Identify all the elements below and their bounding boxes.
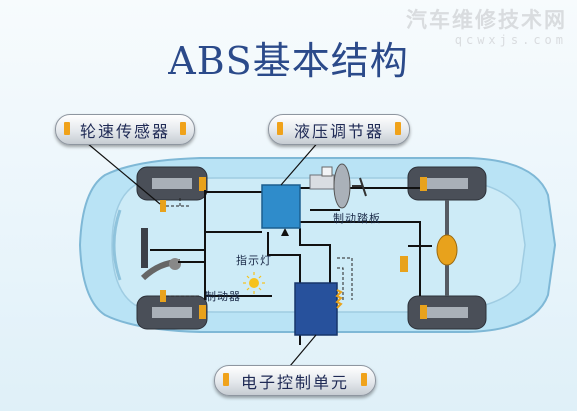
sensor-rear-axle: [400, 256, 408, 272]
callout-notch-left: [277, 122, 283, 135]
ecu-box: [294, 282, 338, 336]
sensor-front-right: [199, 305, 206, 319]
tire-rear-right-hub: [426, 307, 468, 318]
leader-ecu: [289, 334, 317, 367]
sensor-front-left: [199, 177, 206, 191]
callout-wheel-speed-sensor: 轮速传感器: [55, 114, 195, 145]
callout-notch-right: [395, 122, 401, 135]
sensor-front-right-2: [160, 290, 166, 302]
watermark-site-name: 汽车维修技术网: [406, 8, 567, 32]
sensor-rear-right: [420, 305, 427, 319]
callout-notch-left: [64, 122, 70, 135]
sensor-front-left-2: [160, 200, 166, 212]
callout-hydraulic-modulator: 液压调节器: [268, 114, 410, 145]
callout-ecu-label: 电子控制单元: [240, 372, 349, 392]
callout-notch-left: [223, 373, 229, 386]
callout-notch-right: [361, 373, 367, 386]
leader-hydraulic-modulator: [280, 139, 321, 186]
tire-front-left-hub: [152, 178, 192, 189]
callout-notch-right: [180, 122, 186, 135]
tire-rear-left-hub: [426, 178, 468, 189]
steering-column: [141, 228, 148, 268]
watermark-site-url: qcwxjs.com: [454, 33, 567, 47]
label-brake: 制动器: [205, 290, 241, 303]
callout-ecu: 电子控制单元: [214, 365, 376, 396]
master-cylinder: [309, 174, 335, 190]
tire-front-right-hub: [152, 307, 192, 318]
label-indicator-lamp: 指示灯: [236, 254, 272, 267]
callout-wheel-speed-sensor-label: 轮速传感器: [79, 121, 170, 141]
callout-hydraulic-modulator-label: 液压调节器: [293, 121, 384, 141]
sensor-rear-left: [420, 177, 427, 191]
windshield: [112, 209, 122, 281]
slide-title: ABS基本结构: [168, 39, 409, 83]
hydraulic-modulator-box: [261, 184, 301, 229]
differential: [436, 234, 458, 266]
label-brake-pedal: 制动踏板: [333, 212, 381, 225]
brake-booster: [333, 163, 351, 209]
indicator-lamp: [249, 278, 259, 288]
